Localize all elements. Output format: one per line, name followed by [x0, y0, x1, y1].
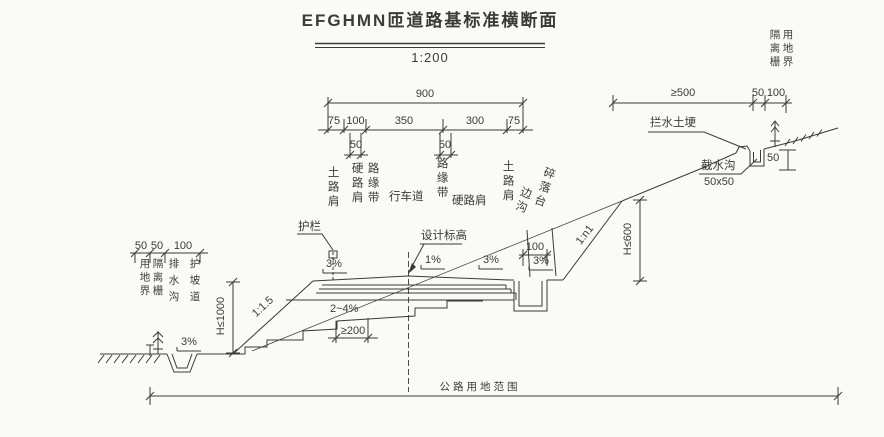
dim-seg-75-left: 75 — [327, 115, 341, 127]
label-drain-ditch: 排水沟 — [167, 258, 180, 308]
label-guardrail: 护栏 — [298, 221, 321, 233]
cut-slope-ground — [562, 127, 839, 281]
dim-left-50b: 50 — [150, 240, 164, 252]
dim-intercept-ditch-depth: 50 — [767, 152, 780, 164]
guardrail-post — [328, 250, 338, 282]
slope-berm: 3% — [533, 255, 549, 267]
dim-left-100: 100 — [173, 240, 193, 252]
dim-strip-50-right: 50 — [438, 139, 452, 151]
title-underline — [315, 42, 545, 48]
label-fence-right: 隔离栅 — [768, 29, 781, 70]
dim-seg-300: 300 — [465, 115, 485, 127]
pavement-structure — [286, 275, 517, 301]
label-water-bank: 拦水土埂 — [650, 117, 696, 129]
label-hard-shoulder-right: 硬路肩 — [452, 195, 487, 207]
label-extent: 公路用地范围 — [439, 381, 521, 393]
dim-overall-900: 900 — [415, 88, 435, 100]
label-soil-shoulder-right: 土路肩 — [501, 160, 514, 204]
label-fence-left: 隔离栅 — [151, 258, 164, 299]
label-carriageway: 行车道 — [389, 191, 424, 203]
label-margin-strip-right: 路缘带 — [435, 157, 448, 201]
slope-right-shoulder: 3% — [483, 254, 499, 266]
left-fence-symbol — [146, 331, 164, 356]
label-land-boundary-right: 用地界 — [781, 29, 794, 70]
dim-seg-75-right: 75 — [507, 115, 521, 127]
dimension-ticks — [130, 98, 843, 401]
dim-seg-100: 100 — [346, 115, 365, 127]
side-ditch-shape — [510, 279, 563, 312]
label-soil-shoulder-left: 土路肩 — [326, 166, 339, 210]
drawing-title: EFGHMN匝道路基标准横断面 — [301, 11, 559, 30]
dim-bench-width: ≥200 — [340, 325, 366, 337]
label-slope-protect-road: 护坡道 — [188, 258, 201, 308]
right-fence-symbol — [770, 120, 780, 147]
dim-intercept-ditch-size: 50x50 — [704, 176, 734, 188]
berm-dimension — [519, 249, 551, 266]
drawing-scale: 1:200 — [411, 50, 449, 65]
dim-offset-500: ≥500 — [670, 87, 696, 99]
right-ground-hatching — [784, 129, 823, 147]
dim-left-50a: 50 — [134, 240, 148, 252]
slope-lane: 1% — [425, 254, 441, 266]
fill-height-dimension — [226, 281, 240, 354]
label-design-level: 设计标高 — [421, 230, 467, 242]
dim-right-50: 50 — [751, 87, 765, 99]
label-intercept-ditch: 截水沟 — [701, 160, 736, 172]
label-land-boundary-left: 用地界 — [138, 258, 151, 299]
top-dimension-chain — [318, 97, 533, 158]
left-ground-hatching — [97, 354, 161, 364]
embankment — [232, 280, 483, 355]
dim-fill-height: H≤1000 — [214, 296, 227, 336]
label-hard-shoulder-left: 硬路肩 — [350, 162, 363, 206]
dim-seg-350: 350 — [394, 115, 414, 127]
dim-strip-50-left: 50 — [349, 139, 363, 151]
original-ground-line — [251, 200, 623, 352]
label-bench-slope: 2~4% — [330, 303, 359, 315]
left-ground — [100, 353, 236, 373]
label-margin-strip-left: 路缘带 — [366, 162, 379, 206]
cut-height-dimension — [633, 199, 647, 282]
left-dimension-chain — [130, 252, 208, 263]
cut-ditch-depth-dimension — [779, 149, 796, 171]
dim-berm-100: 100 — [525, 241, 545, 253]
leader-lines — [297, 131, 758, 278]
dim-cut-height: H≤600 — [621, 222, 634, 256]
slope-protect: 3% — [181, 336, 197, 348]
slope-left-shoulder: 3% — [326, 258, 342, 270]
dim-right-100: 100 — [766, 87, 786, 99]
